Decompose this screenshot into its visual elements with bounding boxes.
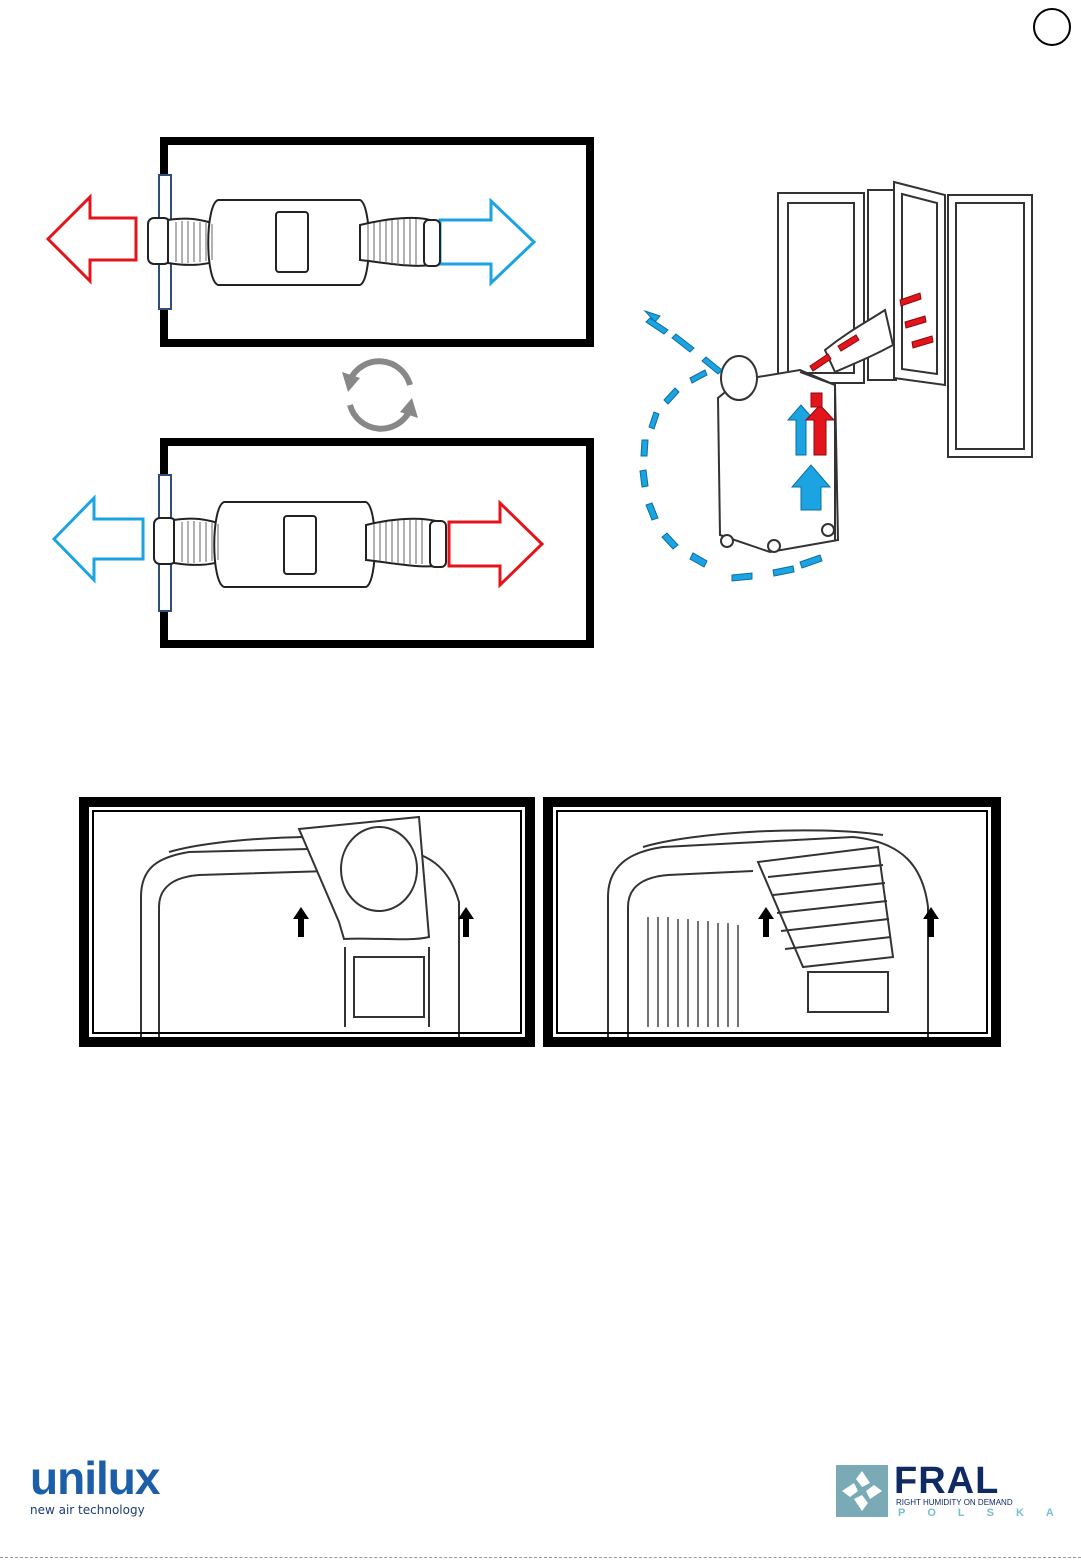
photo-frame-right-inner [553,807,991,1037]
unilux-logo-word: unilux [30,1455,159,1501]
bottom-divider [0,1557,1081,1558]
up-arrow-icon [758,907,774,937]
swap-cycle-icon [342,361,418,428]
fral-tagline: RIGHT HUMIDITY ON DEMAND [896,1498,1013,1507]
up-arrow-icon [458,907,474,937]
unilux-tagline: new air technology [30,1503,159,1517]
up-arrow-icon [923,907,939,937]
fral-logo-word: FRAL [894,1461,999,1501]
fral-mark-icon [836,1465,888,1517]
unilux-logo: unilux new air technology [30,1455,159,1517]
hot-arrow-icon [449,503,542,585]
fral-sub: POLSKA [898,1507,1076,1519]
fral-logo: FRAL RIGHT HUMIDITY ON DEMAND POLSKA [836,1465,1076,1525]
airflow-illustration [0,0,1081,700]
exhaust-cover-install-illustration [89,807,525,1037]
intake-grille-install-illustration [553,807,991,1037]
cold-arrow-icon [54,498,143,580]
photo-frame-left-inner [89,807,525,1037]
air-conditioner-unit-bottom [154,502,446,587]
up-arrow-icon [293,907,309,937]
cold-arrow-icon [440,201,534,283]
hot-arrow-icon [48,197,136,281]
air-conditioner-unit-top [148,200,440,285]
